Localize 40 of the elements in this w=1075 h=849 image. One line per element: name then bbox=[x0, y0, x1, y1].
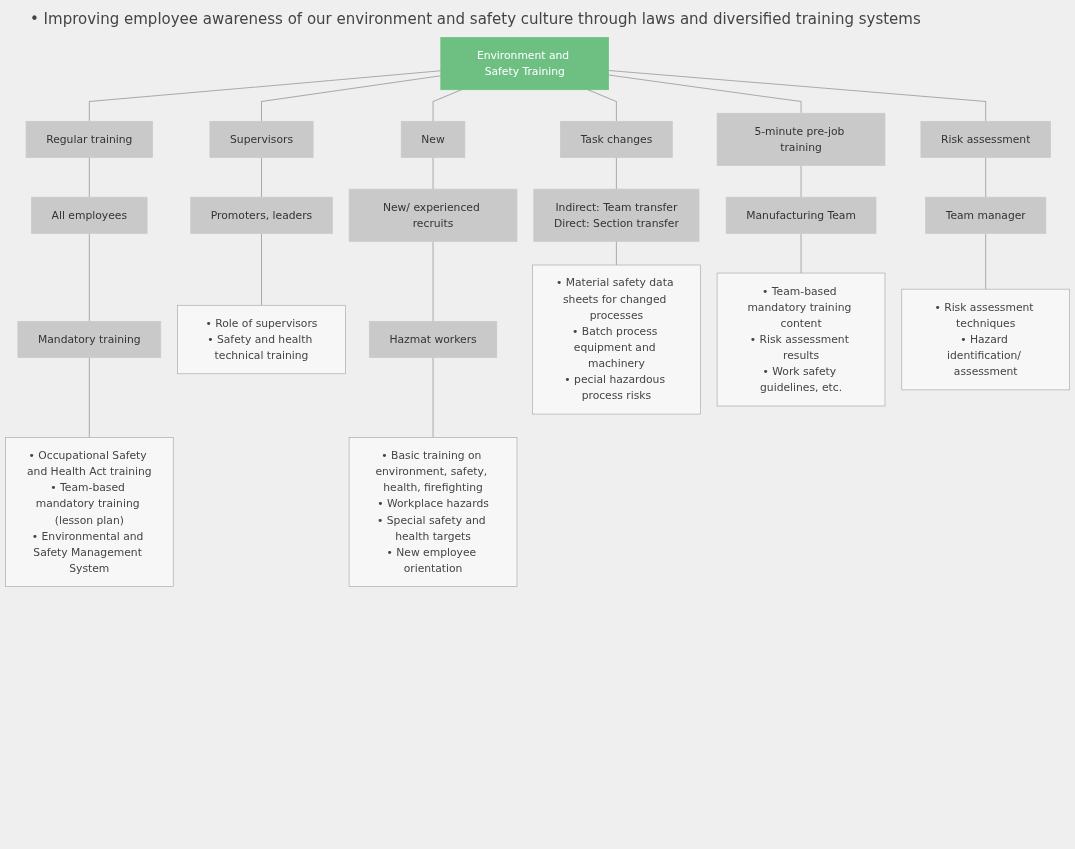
node-box: 5-minute pre-job training bbox=[716, 112, 886, 166]
node-box: Indirect: Team transfer Direct: Section transfer bbox=[533, 188, 700, 242]
node-box: New/ experienced recruits bbox=[348, 188, 518, 242]
node-box: Task changes bbox=[560, 120, 673, 158]
node-box: • Basic training on environment, safety, health, firefighting • Workplace hazards • Special safety and health targets • New employee orientation bbox=[348, 437, 518, 587]
connector bbox=[615, 157, 617, 190]
node-box: • Material safety data sheets for changed processes • Batch process equipment and machinery • pecial hazardous process risks bbox=[532, 264, 701, 415]
node-box: Hazmat workers bbox=[368, 321, 498, 358]
connector bbox=[88, 357, 90, 439]
connector bbox=[88, 157, 90, 198]
connector bbox=[88, 70, 442, 122]
connector bbox=[608, 74, 802, 114]
node-box: Mandatory training bbox=[17, 321, 162, 358]
connector bbox=[88, 232, 90, 322]
connector bbox=[432, 357, 434, 439]
connector bbox=[432, 241, 434, 322]
connector bbox=[985, 157, 987, 198]
node-box: • Role of supervisors • Safety and health technical training bbox=[177, 304, 346, 375]
connector bbox=[800, 165, 802, 198]
connector bbox=[608, 69, 987, 122]
node-box: Supervisors bbox=[209, 120, 314, 158]
connector bbox=[985, 232, 987, 290]
node-box: Team manager bbox=[925, 196, 1047, 234]
node-box: All employees bbox=[31, 196, 148, 234]
node-box: Regular training bbox=[25, 120, 153, 158]
connector bbox=[432, 157, 434, 190]
node-box: Risk assessment bbox=[920, 120, 1051, 158]
node-box: • Risk assessment techniques • Hazard identification/ assessment bbox=[901, 288, 1070, 391]
connector bbox=[800, 232, 802, 274]
connector bbox=[615, 241, 617, 266]
node-box: Environment and Safety Training bbox=[440, 37, 609, 91]
connector bbox=[261, 232, 262, 306]
connector bbox=[261, 157, 262, 198]
connector bbox=[261, 75, 442, 122]
node-box: • Occupational Safety and Health Act training • Team-based mandatory training (lesson plan) • Environmental and Safety Management System bbox=[5, 437, 174, 587]
node-box: • Team-based mandatory training content • Risk assessment results • Work safety guidelines, etc. bbox=[716, 272, 886, 407]
node-box: Manufacturing Team bbox=[725, 196, 877, 234]
node-box: Promoters, leaders bbox=[190, 196, 333, 234]
node-box: New bbox=[400, 120, 466, 158]
note-text: • Improving employee awareness of our environment and safety culture through laws and diversified training systems bbox=[30, 10, 922, 28]
